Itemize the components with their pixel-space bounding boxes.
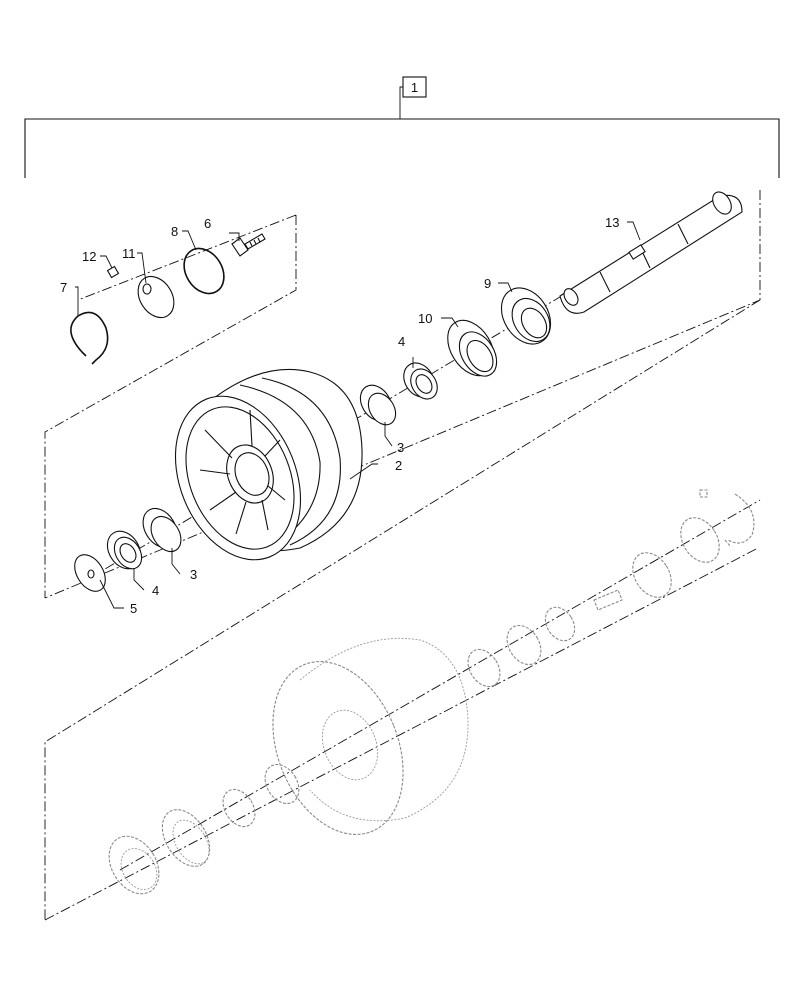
lower-region-outline	[44, 299, 761, 921]
assembly-callout-label: 1	[411, 80, 418, 95]
seal-part-10	[447, 319, 498, 377]
callout-7: 7	[60, 280, 67, 295]
callout-5: 5	[130, 601, 137, 616]
snap-ring-part-7	[70, 311, 109, 365]
washer-part-5	[74, 554, 106, 592]
screw-part-12	[106, 265, 120, 279]
callout-13: 13	[605, 215, 619, 230]
retainer-part-11	[137, 275, 175, 319]
callout-3-lower: 3	[190, 567, 197, 582]
bearing-part-9	[500, 287, 552, 345]
cup-part-3-upper	[359, 384, 397, 426]
callout-leaders	[75, 221, 641, 609]
cup-part-3-lower	[142, 507, 182, 553]
callout-4-upper: 4	[398, 334, 405, 349]
callout-4-lower: 4	[152, 583, 159, 598]
callout-8: 8	[171, 224, 178, 239]
ghost-assembly	[108, 489, 755, 895]
bolt-part-6	[231, 233, 266, 257]
o-ring-part-8	[183, 247, 225, 295]
callout-6: 6	[204, 216, 211, 231]
callout-12: 12	[82, 249, 96, 264]
lower-axis-line	[119, 499, 761, 871]
bearing-part-4-upper	[403, 362, 438, 400]
callout-10: 10	[418, 311, 432, 326]
wheel-part-2	[174, 368, 363, 561]
shaft-part-13	[559, 191, 743, 314]
callout-9: 9	[484, 276, 491, 291]
assembly-callout: 1	[399, 76, 427, 119]
assembly-bracket	[24, 118, 780, 178]
callout-11: 11	[122, 246, 136, 261]
bearing-part-4-lower	[106, 530, 143, 570]
callout-3-upper: 3	[397, 440, 404, 455]
callout-2: 2	[395, 458, 402, 473]
